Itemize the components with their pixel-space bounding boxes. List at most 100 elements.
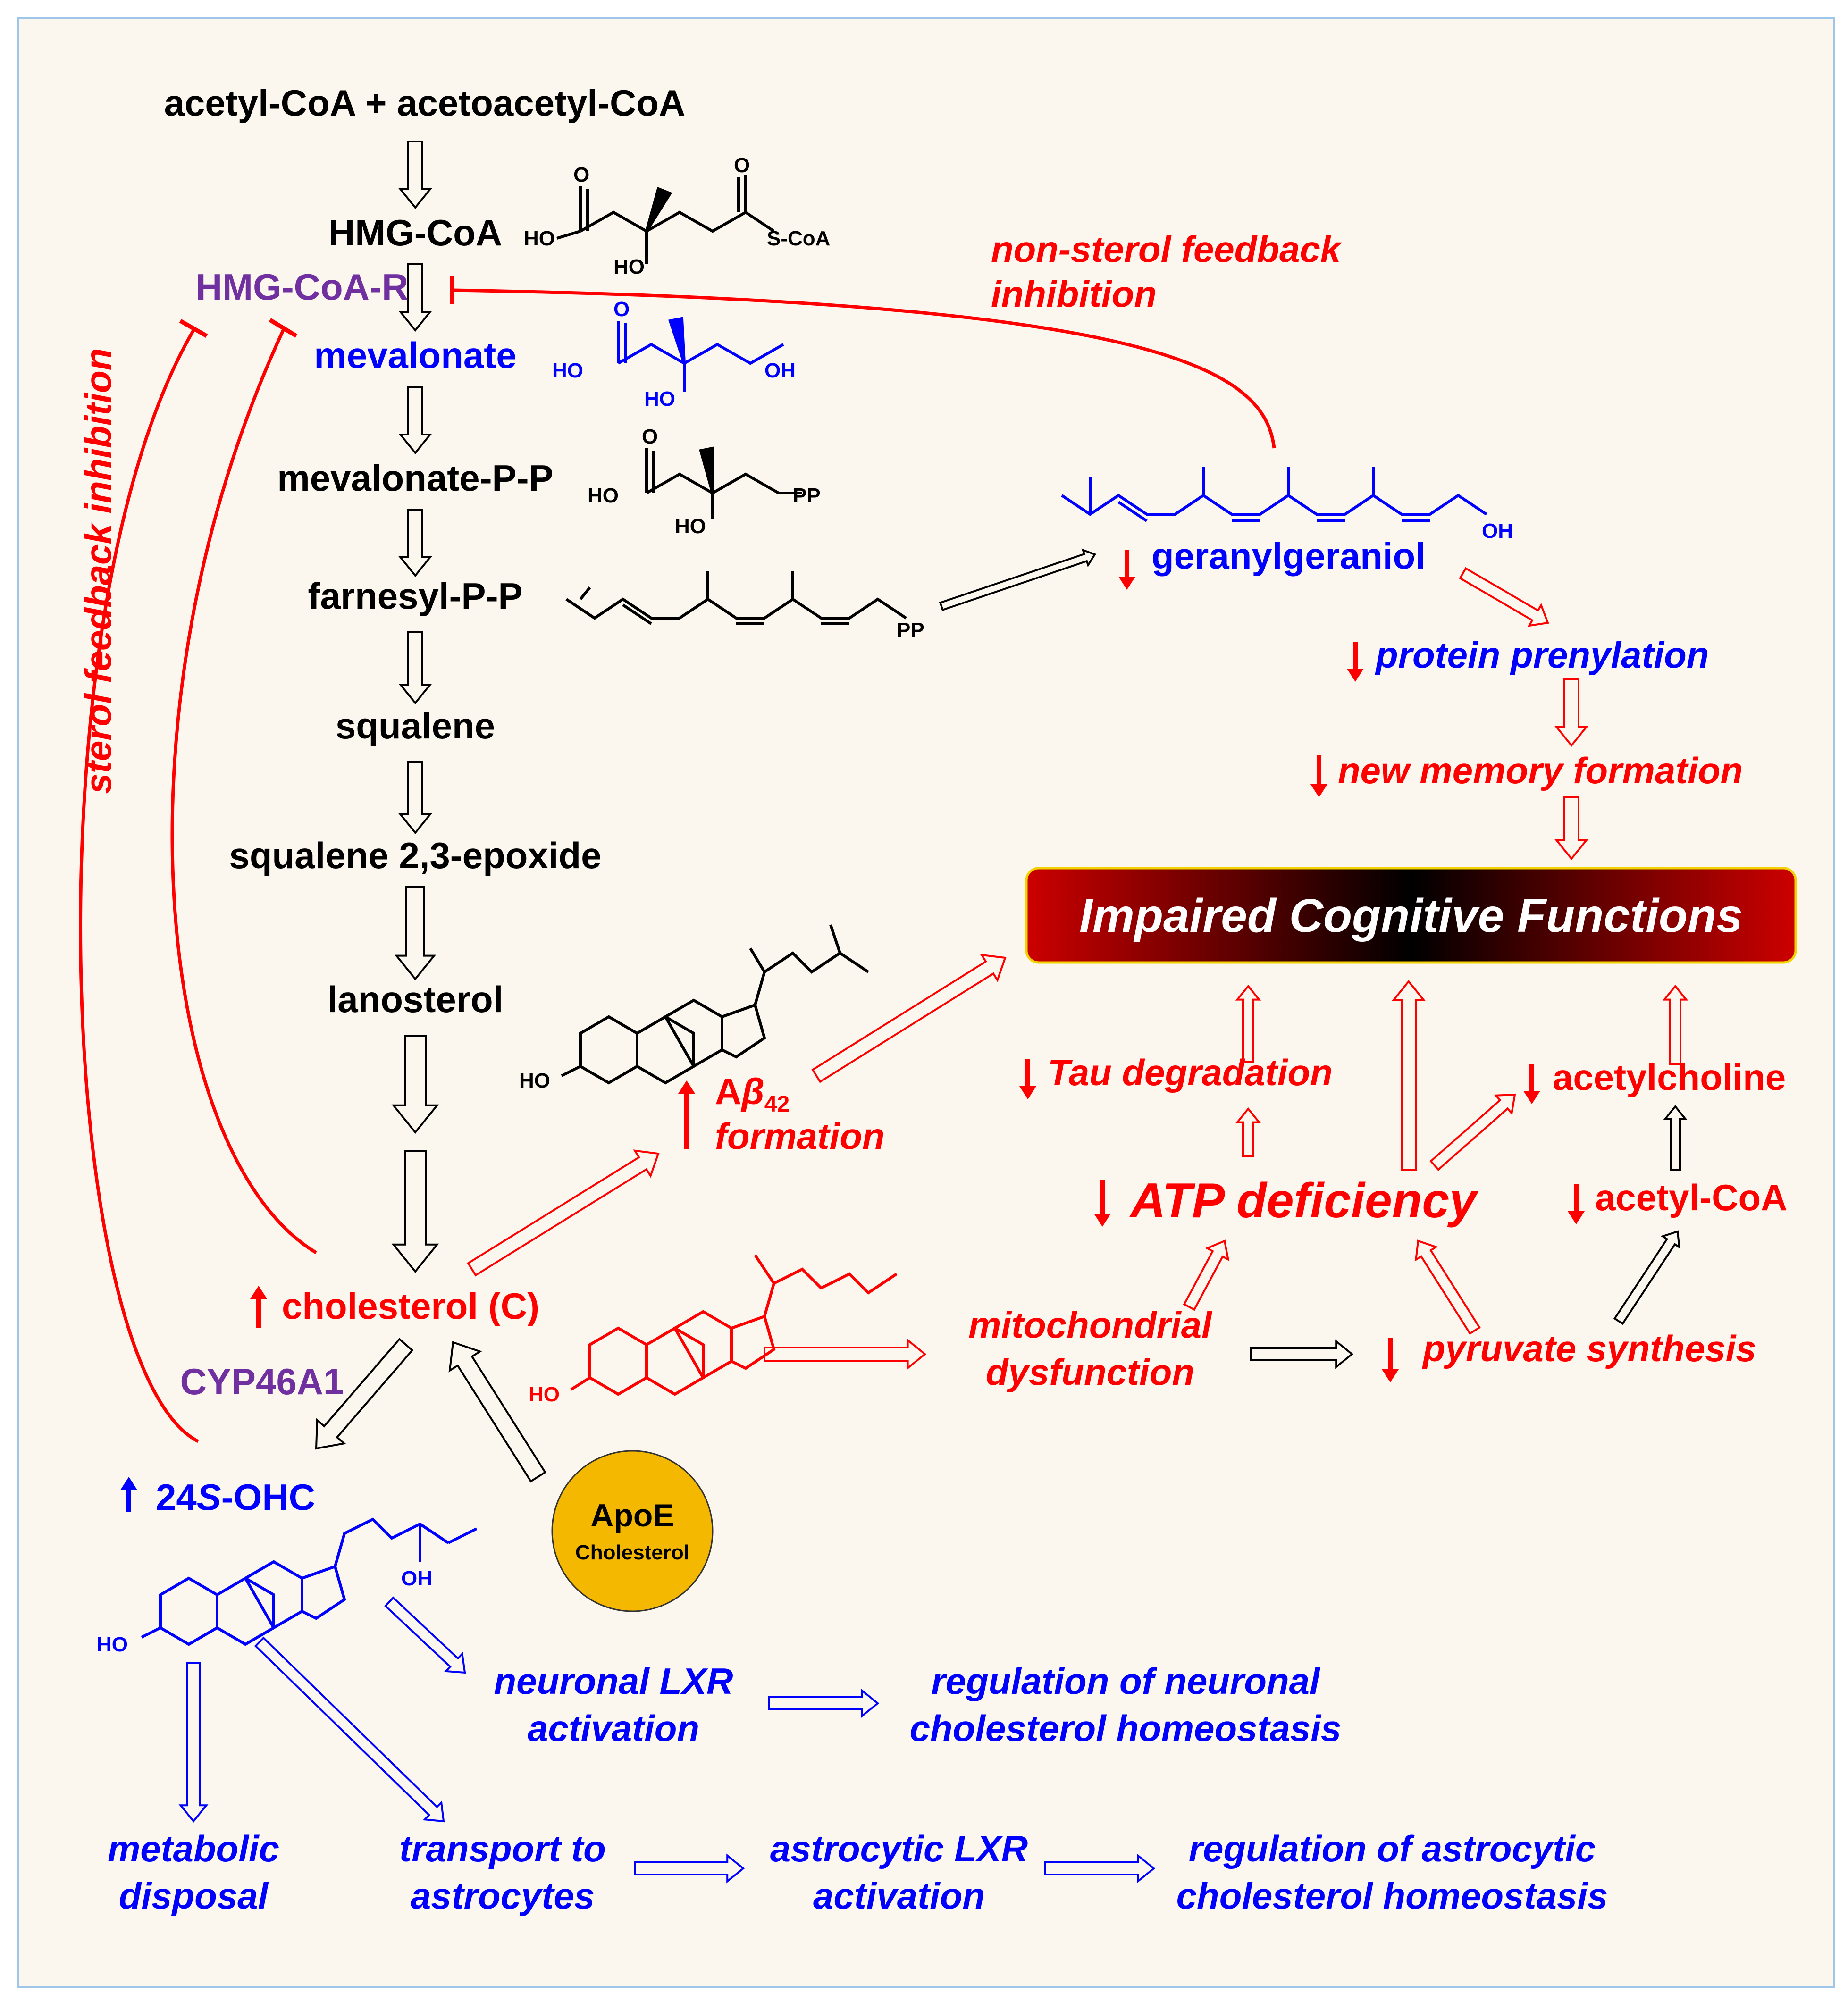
arrow-atp-to-tau bbox=[1235, 1107, 1261, 1157]
arrow-mevalonate-to-mevpp bbox=[398, 386, 432, 455]
chem-ho-hmg-2: HO bbox=[613, 255, 645, 278]
cholesterol-structure bbox=[570, 1254, 898, 1396]
chem-ho-mpp: HO bbox=[588, 484, 619, 507]
chem-oh-ohc: OH bbox=[401, 1567, 432, 1590]
label-pyruvate-synthesis: pyruvate synthesis bbox=[1422, 1328, 1756, 1369]
change-indicator-arrows bbox=[120, 550, 1585, 1512]
chem-oh-gg: OH bbox=[1482, 519, 1513, 543]
label-astro-lxr-2: activation bbox=[813, 1875, 985, 1917]
label-reg-astro-2: cholesterol homeostasis bbox=[1176, 1875, 1608, 1917]
arrow-farnesyl-to-geranylgeraniol bbox=[939, 548, 1097, 611]
label-reg-neuronal-2: cholesterol homeostasis bbox=[910, 1708, 1342, 1749]
arrow-farnesyl-to-squalene bbox=[398, 631, 432, 705]
arrow-tau-to-banner bbox=[1235, 984, 1261, 1063]
sterol-feedback-curve-inner bbox=[170, 329, 317, 1254]
lanosterol-structure bbox=[561, 924, 869, 1085]
label-sterol-feedback: sterol feedback inhibition bbox=[77, 348, 119, 794]
label-transport-1: transport to bbox=[399, 1828, 606, 1869]
arrow-geranylgeraniol-to-prenylation bbox=[1459, 567, 1549, 627]
arrow-squalene-to-epoxide bbox=[398, 761, 432, 835]
label-neuronal-lxr-2: activation bbox=[528, 1708, 699, 1749]
hmgcoa-structure bbox=[556, 175, 775, 264]
chem-ho-mpp-2: HO bbox=[675, 515, 706, 538]
label-protein-prenylation: protein prenylation bbox=[1375, 634, 1709, 676]
chem-pp-farnesyl: PP bbox=[897, 619, 924, 642]
farnesyl-pp-structure bbox=[565, 571, 907, 625]
label-lanosterol: lanosterol bbox=[328, 979, 504, 1020]
arrow-memory-to-banner bbox=[1554, 796, 1588, 861]
geranylgeraniol-structure bbox=[1061, 467, 1487, 522]
label-acetylcholine: acetylcholine bbox=[1553, 1056, 1786, 1098]
chem-o-hmg-2: O bbox=[734, 154, 750, 177]
label-metabolic-1: metabolic bbox=[108, 1828, 279, 1869]
arrow-acetylcholine-to-banner bbox=[1662, 984, 1688, 1065]
label-abeta: Aβ42 bbox=[715, 1071, 790, 1117]
label-acetyl: acetyl-CoA + acetoacetyl-CoA bbox=[164, 82, 686, 124]
label-hmgcoa: HMG-CoA bbox=[328, 212, 502, 253]
label-squalene-epoxide: squalene 2,3-epoxide bbox=[229, 835, 602, 876]
label-tau-degradation: Tau degradation bbox=[1048, 1052, 1333, 1093]
down-arrow-tau-head bbox=[1019, 1086, 1036, 1099]
pathway-labels: acetyl-CoA + acetoacetyl-CoA HMG-CoA HMG… bbox=[156, 82, 685, 1518]
chem-ho-chol: HO bbox=[529, 1383, 560, 1406]
label-astro-lxr-1: astrocytic LXR bbox=[770, 1828, 1028, 1869]
arrow-neuronal-lxr-to-regulation bbox=[768, 1688, 880, 1718]
chem-o-mpp: O bbox=[642, 425, 658, 448]
apoe-title: ApoE bbox=[590, 1498, 674, 1533]
downstream-labels: neuronal LXR activation regulation of ne… bbox=[108, 1660, 1608, 1917]
label-cyp46a1: CYP46A1 bbox=[180, 1361, 344, 1402]
tbar-sterol-inner bbox=[269, 318, 298, 338]
label-geranylgeraniol: geranylgeraniol bbox=[1151, 535, 1426, 577]
flow-arrows bbox=[178, 141, 1688, 1884]
up-arrow-abeta-head bbox=[678, 1080, 695, 1094]
arrow-prenylation-to-memory bbox=[1554, 678, 1588, 747]
down-arrow-prenylation-head bbox=[1347, 669, 1364, 682]
down-arrow-atp-head bbox=[1094, 1214, 1111, 1227]
arrow-ohc-to-metabolic-disposal bbox=[178, 1662, 209, 1823]
label-squalene: squalene bbox=[336, 705, 495, 746]
down-arrow-acetylcholine-head bbox=[1523, 1091, 1540, 1104]
arrow-transport-to-astro-lxr bbox=[634, 1853, 745, 1884]
arrow-mito-to-pyruvate bbox=[1250, 1339, 1354, 1369]
label-reg-astro-1: regulation of astrocytic bbox=[1189, 1828, 1596, 1869]
label-mito-2: dysfunction bbox=[986, 1351, 1194, 1393]
chem-ho-mev: HO bbox=[552, 359, 583, 382]
arrow-cholesterol-to-abeta bbox=[467, 1149, 660, 1277]
label-mevalonate: mevalonate bbox=[314, 335, 516, 376]
label-metabolic-2: disposal bbox=[119, 1875, 269, 1917]
arrow-epoxide-to-lanosterol bbox=[394, 886, 437, 981]
arrow-ohc-to-neuronal-lxr bbox=[384, 1596, 466, 1674]
ohc-structure bbox=[141, 1517, 478, 1646]
tbar-sterol-outer bbox=[179, 319, 208, 338]
arrow-atp-to-acetylcholine bbox=[1429, 1093, 1516, 1171]
sterol-feedback-curve-outer bbox=[79, 329, 199, 1443]
arrow-acetyl-to-hmgcoa bbox=[398, 141, 432, 209]
effect-labels: Aβ42 formation Tau degradation ATP defic… bbox=[715, 1052, 1787, 1393]
chem-oh-mev: OH bbox=[764, 359, 796, 382]
chem-labels: HO O O HO S-CoA HO O HO OH HO O HO PP PP… bbox=[97, 154, 1513, 1656]
label-hmgcoa-reductase: HMG-CoA-R bbox=[196, 266, 409, 308]
apoe-cholesterol-circle: ApoE Cholesterol bbox=[551, 1450, 714, 1612]
mevalonate-pp-structure bbox=[645, 446, 802, 519]
arrow-apoe-to-cholesterol bbox=[448, 1341, 546, 1483]
arrow-cholesterol-to-mito bbox=[764, 1338, 927, 1370]
down-arrow-acetyl-coa-head bbox=[1568, 1211, 1585, 1224]
arrow-atp-to-banner bbox=[1392, 980, 1426, 1171]
arrow-hmgcoa-to-mevalonate bbox=[398, 263, 432, 332]
label-reg-neuronal-1: regulation of neuronal bbox=[931, 1660, 1320, 1702]
arrow-acetylcoa-to-acetylcholine bbox=[1663, 1105, 1688, 1171]
label-24s-ohc: 24S-OHC bbox=[156, 1476, 315, 1518]
apoe-subtitle: Cholesterol bbox=[575, 1541, 689, 1564]
chem-ho-ohc: HO bbox=[97, 1633, 128, 1656]
down-arrow-geranylgeraniol-head bbox=[1118, 577, 1135, 590]
label-transport-2: astrocytes bbox=[411, 1875, 595, 1917]
label-cholesterol: cholesterol (C) bbox=[282, 1285, 539, 1327]
label-farnesyl-pp: farnesyl-P-P bbox=[308, 575, 522, 617]
arrow-pyruvate-to-acetylcoa bbox=[1613, 1230, 1680, 1325]
chem-ho-hmg: HO bbox=[524, 227, 555, 250]
label-mevalonate-pp: mevalonate-P-P bbox=[277, 457, 553, 499]
mevalonate-structure bbox=[617, 317, 784, 392]
impaired-cognitive-functions-banner: Impaired Cognitive Functions bbox=[1025, 867, 1797, 964]
up-arrow-cholesterol-head bbox=[250, 1286, 267, 1299]
arrow-cholesterol-to-24s-ohc bbox=[315, 1338, 414, 1450]
